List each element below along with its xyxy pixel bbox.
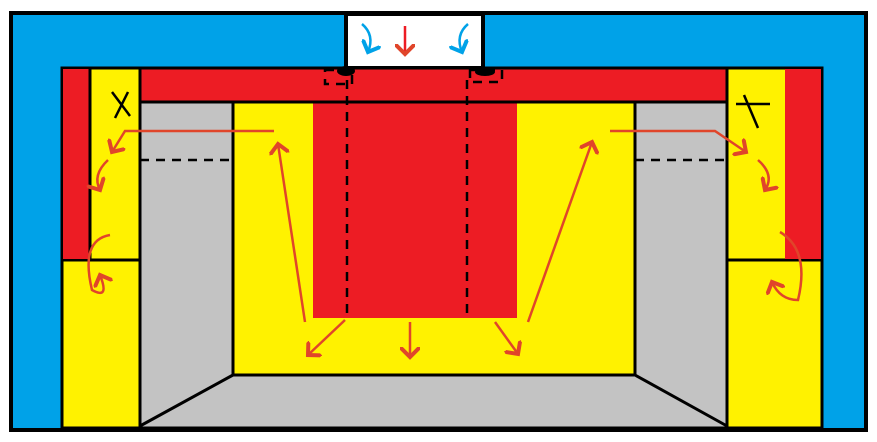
intake-arrow-left [362,23,370,52]
floor-edge-right [634,373,728,428]
right-hot-strip [785,69,821,259]
vent-right [475,68,495,76]
flow-arrows [89,129,803,357]
intake-duct [344,12,485,70]
vent-left [337,66,355,76]
left-hot-strip [63,69,90,259]
blocked-markers [111,91,770,129]
left-column-lower [60,258,142,430]
intake-arrow-right [460,23,468,52]
hot-center-block [313,102,517,318]
top-hot-bar [138,66,729,104]
floor-edge-left [139,373,234,428]
